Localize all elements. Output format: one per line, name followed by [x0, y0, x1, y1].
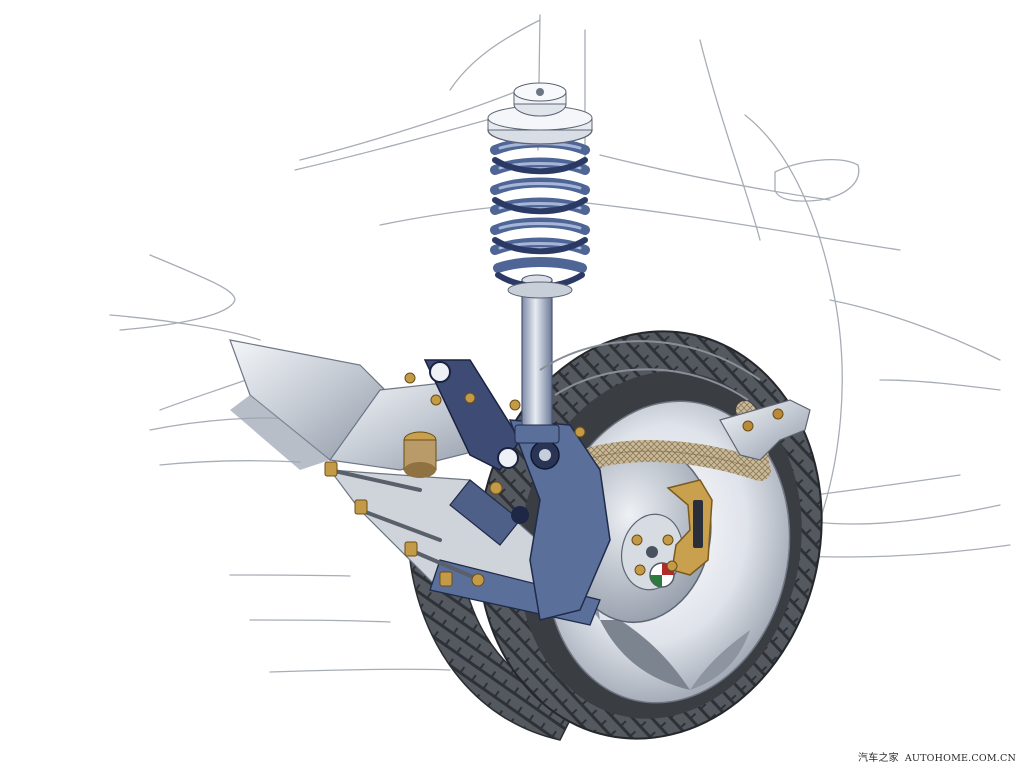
bushings — [403, 372, 586, 587]
tie-rods — [328, 468, 482, 582]
top-mount — [487, 82, 593, 299]
steering-knuckle — [508, 419, 611, 621]
upper-link-arm — [423, 359, 521, 471]
watermark-en: AUTOHOME.COM.CN — [904, 753, 1016, 764]
watermark: 汽车之家 AUTOHOME.COM.CN — [858, 749, 1016, 764]
lug-bolts — [631, 534, 678, 576]
upper-bracket — [719, 399, 811, 461]
rod-nuts — [324, 461, 453, 587]
watermark-cn: 汽车之家 — [858, 753, 899, 764]
strut-assembly — [514, 274, 560, 444]
tire-tread-highlight — [539, 340, 761, 401]
coil-spring — [490, 137, 590, 290]
brake-caliper — [666, 479, 713, 576]
